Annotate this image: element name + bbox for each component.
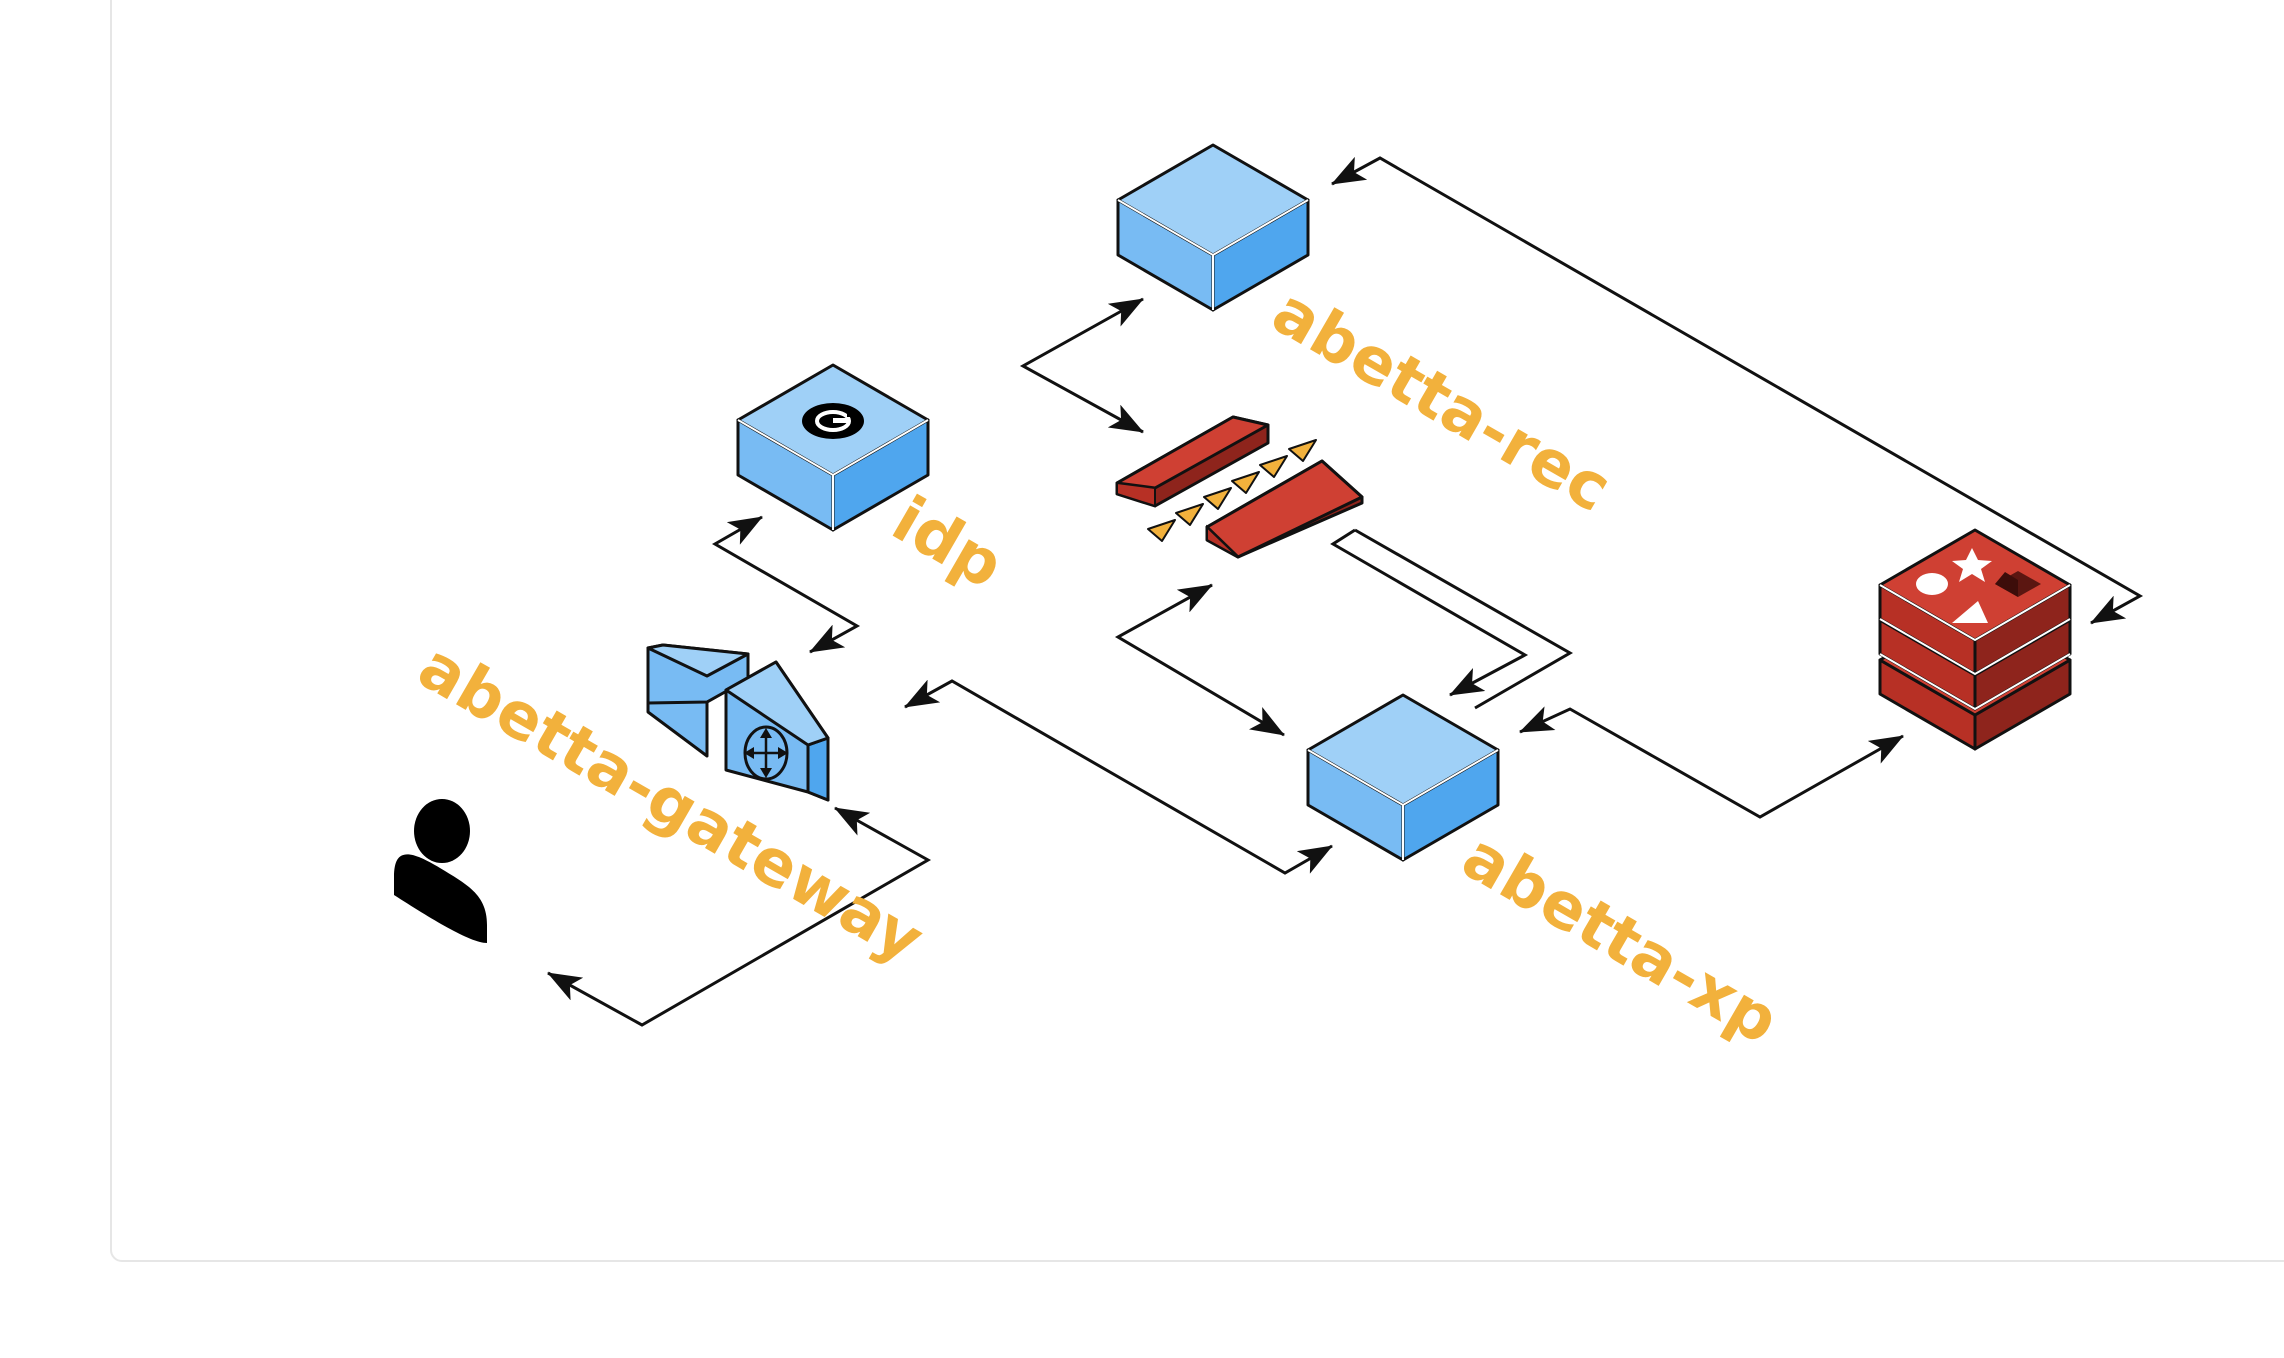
- edge-gateway-idp: [711, 515, 861, 654]
- edge-rec-redis: [1331, 156, 2144, 625]
- message-queue-icon[interactable]: [1115, 415, 1364, 559]
- edge-rec-queue: [1019, 297, 1144, 434]
- xp-node[interactable]: [1306, 693, 1500, 862]
- edge-user-gateway: [547, 806, 932, 1027]
- router-icon[interactable]: [646, 643, 830, 802]
- edge-gateway-xp: [904, 679, 1333, 875]
- label-abetta-xp: abetta-xp: [1450, 820, 1790, 1059]
- edge-queue-xp: [1114, 583, 1285, 737]
- router-arrows-icon: [743, 725, 789, 781]
- rec-node[interactable]: [1116, 143, 1310, 312]
- google-g-icon: [802, 403, 864, 439]
- redis-stack-icon[interactable]: [1878, 528, 2072, 751]
- edge-xp-redis: [1519, 706, 1904, 819]
- edges: [547, 156, 2144, 1027]
- idp-node[interactable]: [736, 363, 930, 532]
- redis-shapes: [1916, 548, 2041, 623]
- user-icon: [394, 799, 487, 943]
- label-idp: idp: [880, 483, 1015, 604]
